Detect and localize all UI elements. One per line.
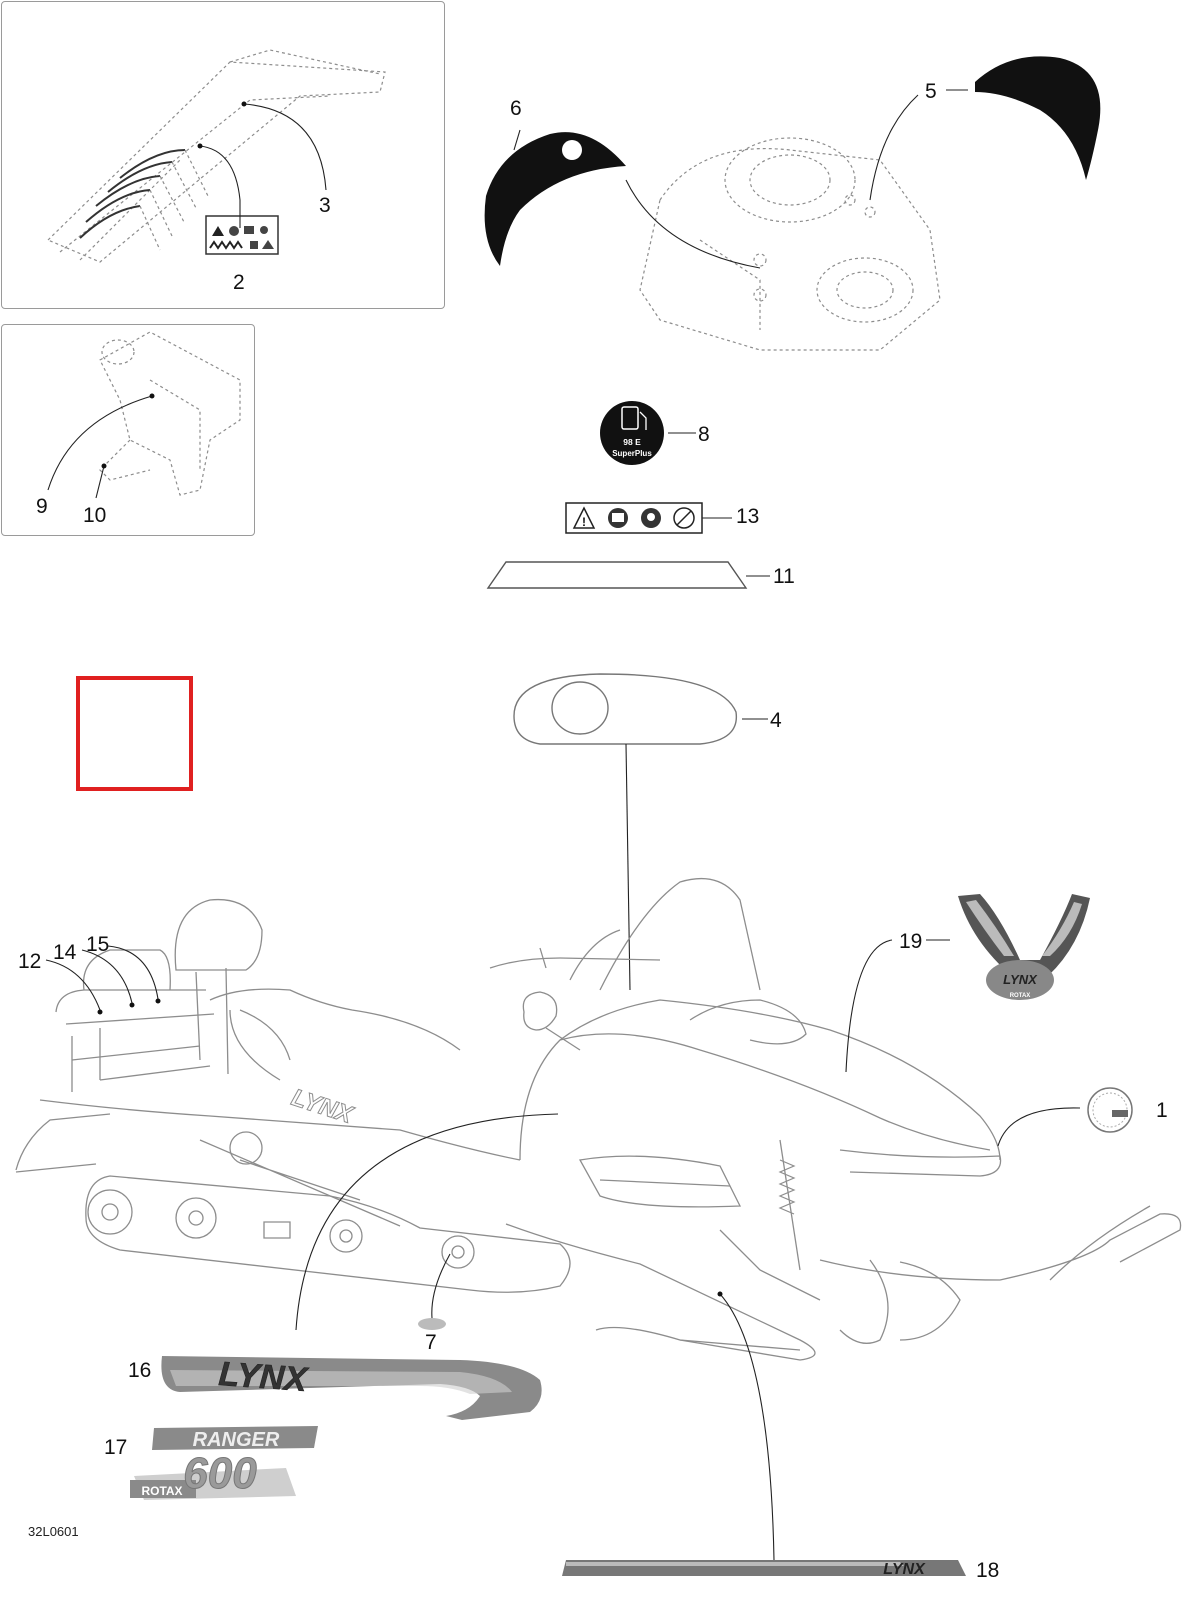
fuel-name-text: SuperPlus [612, 449, 652, 458]
callout-8: 8 [698, 423, 710, 446]
callout-11: 11 [773, 565, 795, 588]
decal-16-lynx-text: LYNX [217, 1355, 310, 1399]
oil-tank-drawing [99, 331, 241, 496]
callout-15: 15 [86, 933, 110, 956]
decal-7-oval [418, 1318, 446, 1330]
decal-17 [130, 1426, 318, 1500]
decal-19-lynx-text: LYNX [1003, 972, 1038, 987]
callout-2: 2 [233, 271, 245, 294]
callout-17: 17 [104, 1436, 128, 1459]
decal-18-lynx-text: LYNX [883, 1561, 926, 1578]
callout-13: 13 [736, 505, 760, 528]
decal-19 [958, 894, 1090, 1000]
fuel-grade-text: 98 E [623, 437, 641, 447]
decal-17-number-text: 600 [183, 1449, 257, 1498]
windshield-strip-decal-11 [486, 561, 748, 589]
diagram-code: 32L0601 [28, 1524, 79, 1539]
callout-14: 14 [53, 941, 77, 964]
decal-6-shape [484, 132, 626, 266]
callout-18: 18 [976, 1559, 1000, 1582]
callout-12: 12 [18, 950, 42, 973]
callout-7: 7 [425, 1331, 437, 1354]
svg-text:!: ! [582, 515, 586, 529]
callout-9: 9 [36, 495, 48, 518]
callout-5: 5 [925, 80, 937, 103]
console-drawing [639, 137, 941, 351]
seat-inset-panel [1, 1, 445, 309]
decal-18-long-stripe [562, 1560, 966, 1576]
callout-4: 4 [770, 709, 782, 732]
decal-17-rotax-text: ROTAX [141, 1484, 182, 1498]
decal-17-ranger-text: RANGER [193, 1429, 280, 1451]
callout-6: 6 [510, 97, 522, 120]
seat-drawing [46, 49, 386, 263]
fuel-decal-8 [600, 401, 664, 465]
console-decal-4 [513, 673, 738, 745]
decal-1-badge [1087, 1087, 1133, 1133]
callout-3: 3 [319, 194, 331, 217]
warning-label-decal-2 [205, 215, 279, 255]
callout-19: 19 [899, 930, 923, 953]
highlight-box [76, 676, 193, 791]
decal-16-side-stripe [161, 1356, 542, 1420]
decal-19-rotax-text: ROTAX [1010, 993, 1031, 999]
callout-16: 16 [128, 1359, 152, 1382]
decal-5-shape [975, 56, 1101, 180]
callout-1: 1 [1156, 1099, 1168, 1122]
warning-strip-decal-13: ! [565, 502, 703, 534]
callout-10: 10 [83, 504, 107, 527]
snowmobile-drawing: LYNX [15, 878, 1182, 1361]
